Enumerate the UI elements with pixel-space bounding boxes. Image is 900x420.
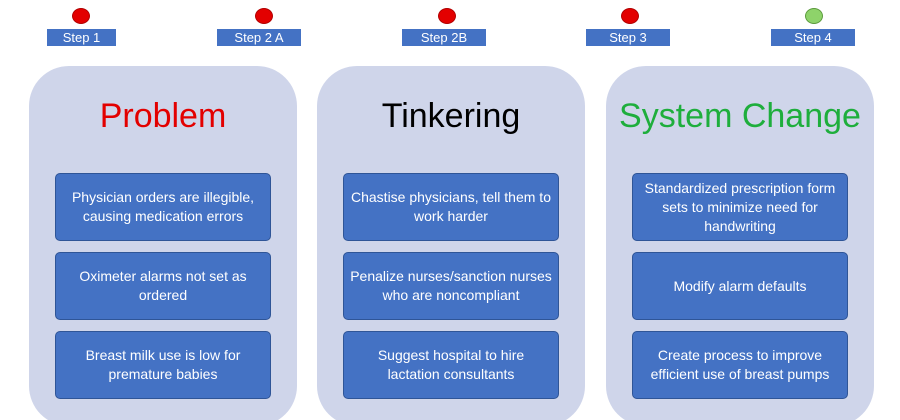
step-4-badge: Step 4 [771,29,855,46]
step-3-badge: Step 3 [586,29,670,46]
problem-card: Breast milk use is low for premature bab… [55,331,271,399]
system-change-card: Create process to improve efficient use … [632,331,848,399]
step-3-status-dot [621,8,639,24]
tinkering-card: Penalize nurses/sanction nurses who are … [343,252,559,320]
step-1-status-dot [72,8,90,24]
problem-card: Physician orders are illegible, causing … [55,173,271,241]
step-1-badge: Step 1 [47,29,116,46]
problem-card: Oximeter alarms not set as ordered [55,252,271,320]
problem-column: Problem Physician orders are illegible, … [29,66,297,420]
tinkering-card: Suggest hospital to hire lactation consu… [343,331,559,399]
step-4-status-dot [805,8,823,24]
system-change-column: System Change Standardized prescription … [606,66,874,420]
system-change-card: Standardized prescription form sets to m… [632,173,848,241]
step-2a-badge: Step 2 A [217,29,301,46]
system-change-card: Modify alarm defaults [632,252,848,320]
problem-title: Problem [99,97,227,135]
tinkering-card: Chastise physicians, tell them to work h… [343,173,559,241]
step-2b-badge: Step 2B [402,29,486,46]
system-change-title: System Change [619,97,861,135]
tinkering-column: Tinkering Chastise physicians, tell them… [317,66,585,420]
tinkering-title: Tinkering [381,97,521,135]
step-2b-status-dot [438,8,456,24]
step-2a-status-dot [255,8,273,24]
